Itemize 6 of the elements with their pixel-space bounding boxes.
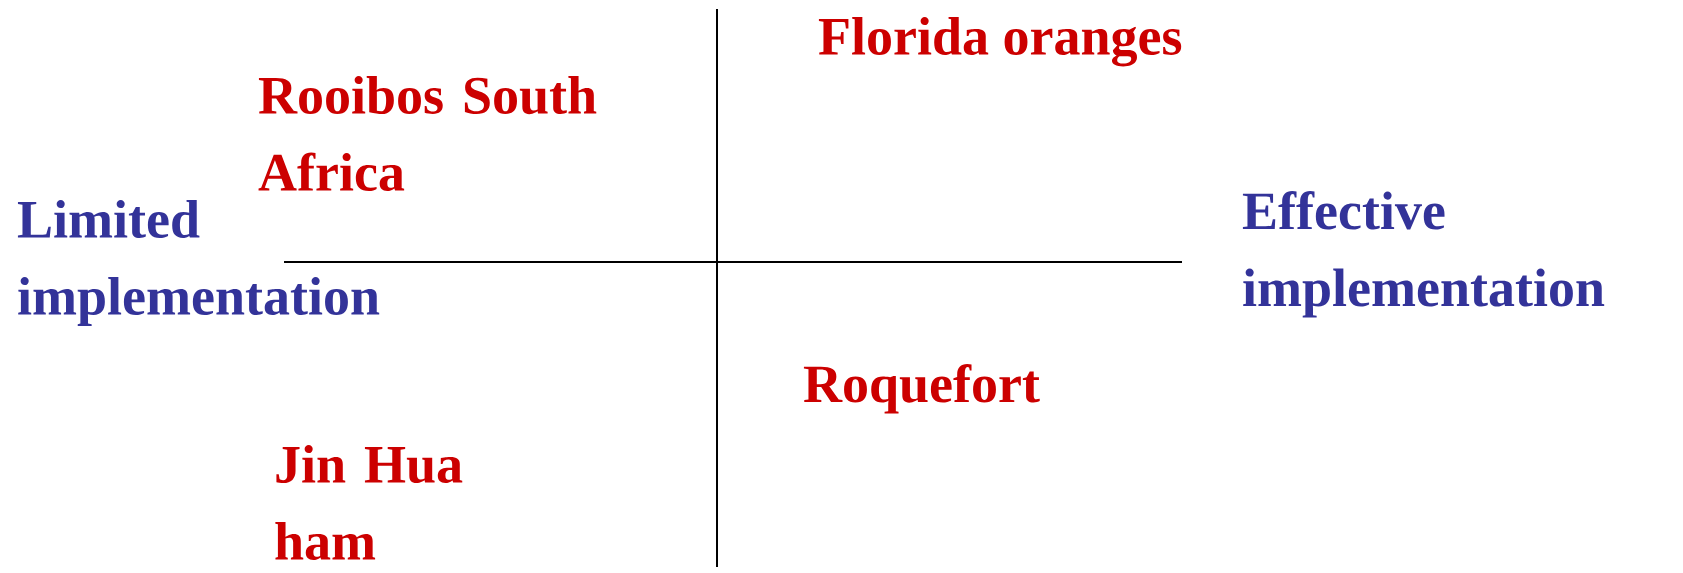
quadrant-label: Rooibos South Africa [258, 76, 597, 191]
axis-label: Effective implementation [1242, 191, 1605, 318]
quadrant-label: Florida oranges [818, 17, 1182, 67]
quadrant-label: Jin Hua ham [275, 445, 463, 560]
axis-label: Limited implementation [17, 200, 380, 326]
quadrant-label: Roquefort [803, 364, 1040, 414]
